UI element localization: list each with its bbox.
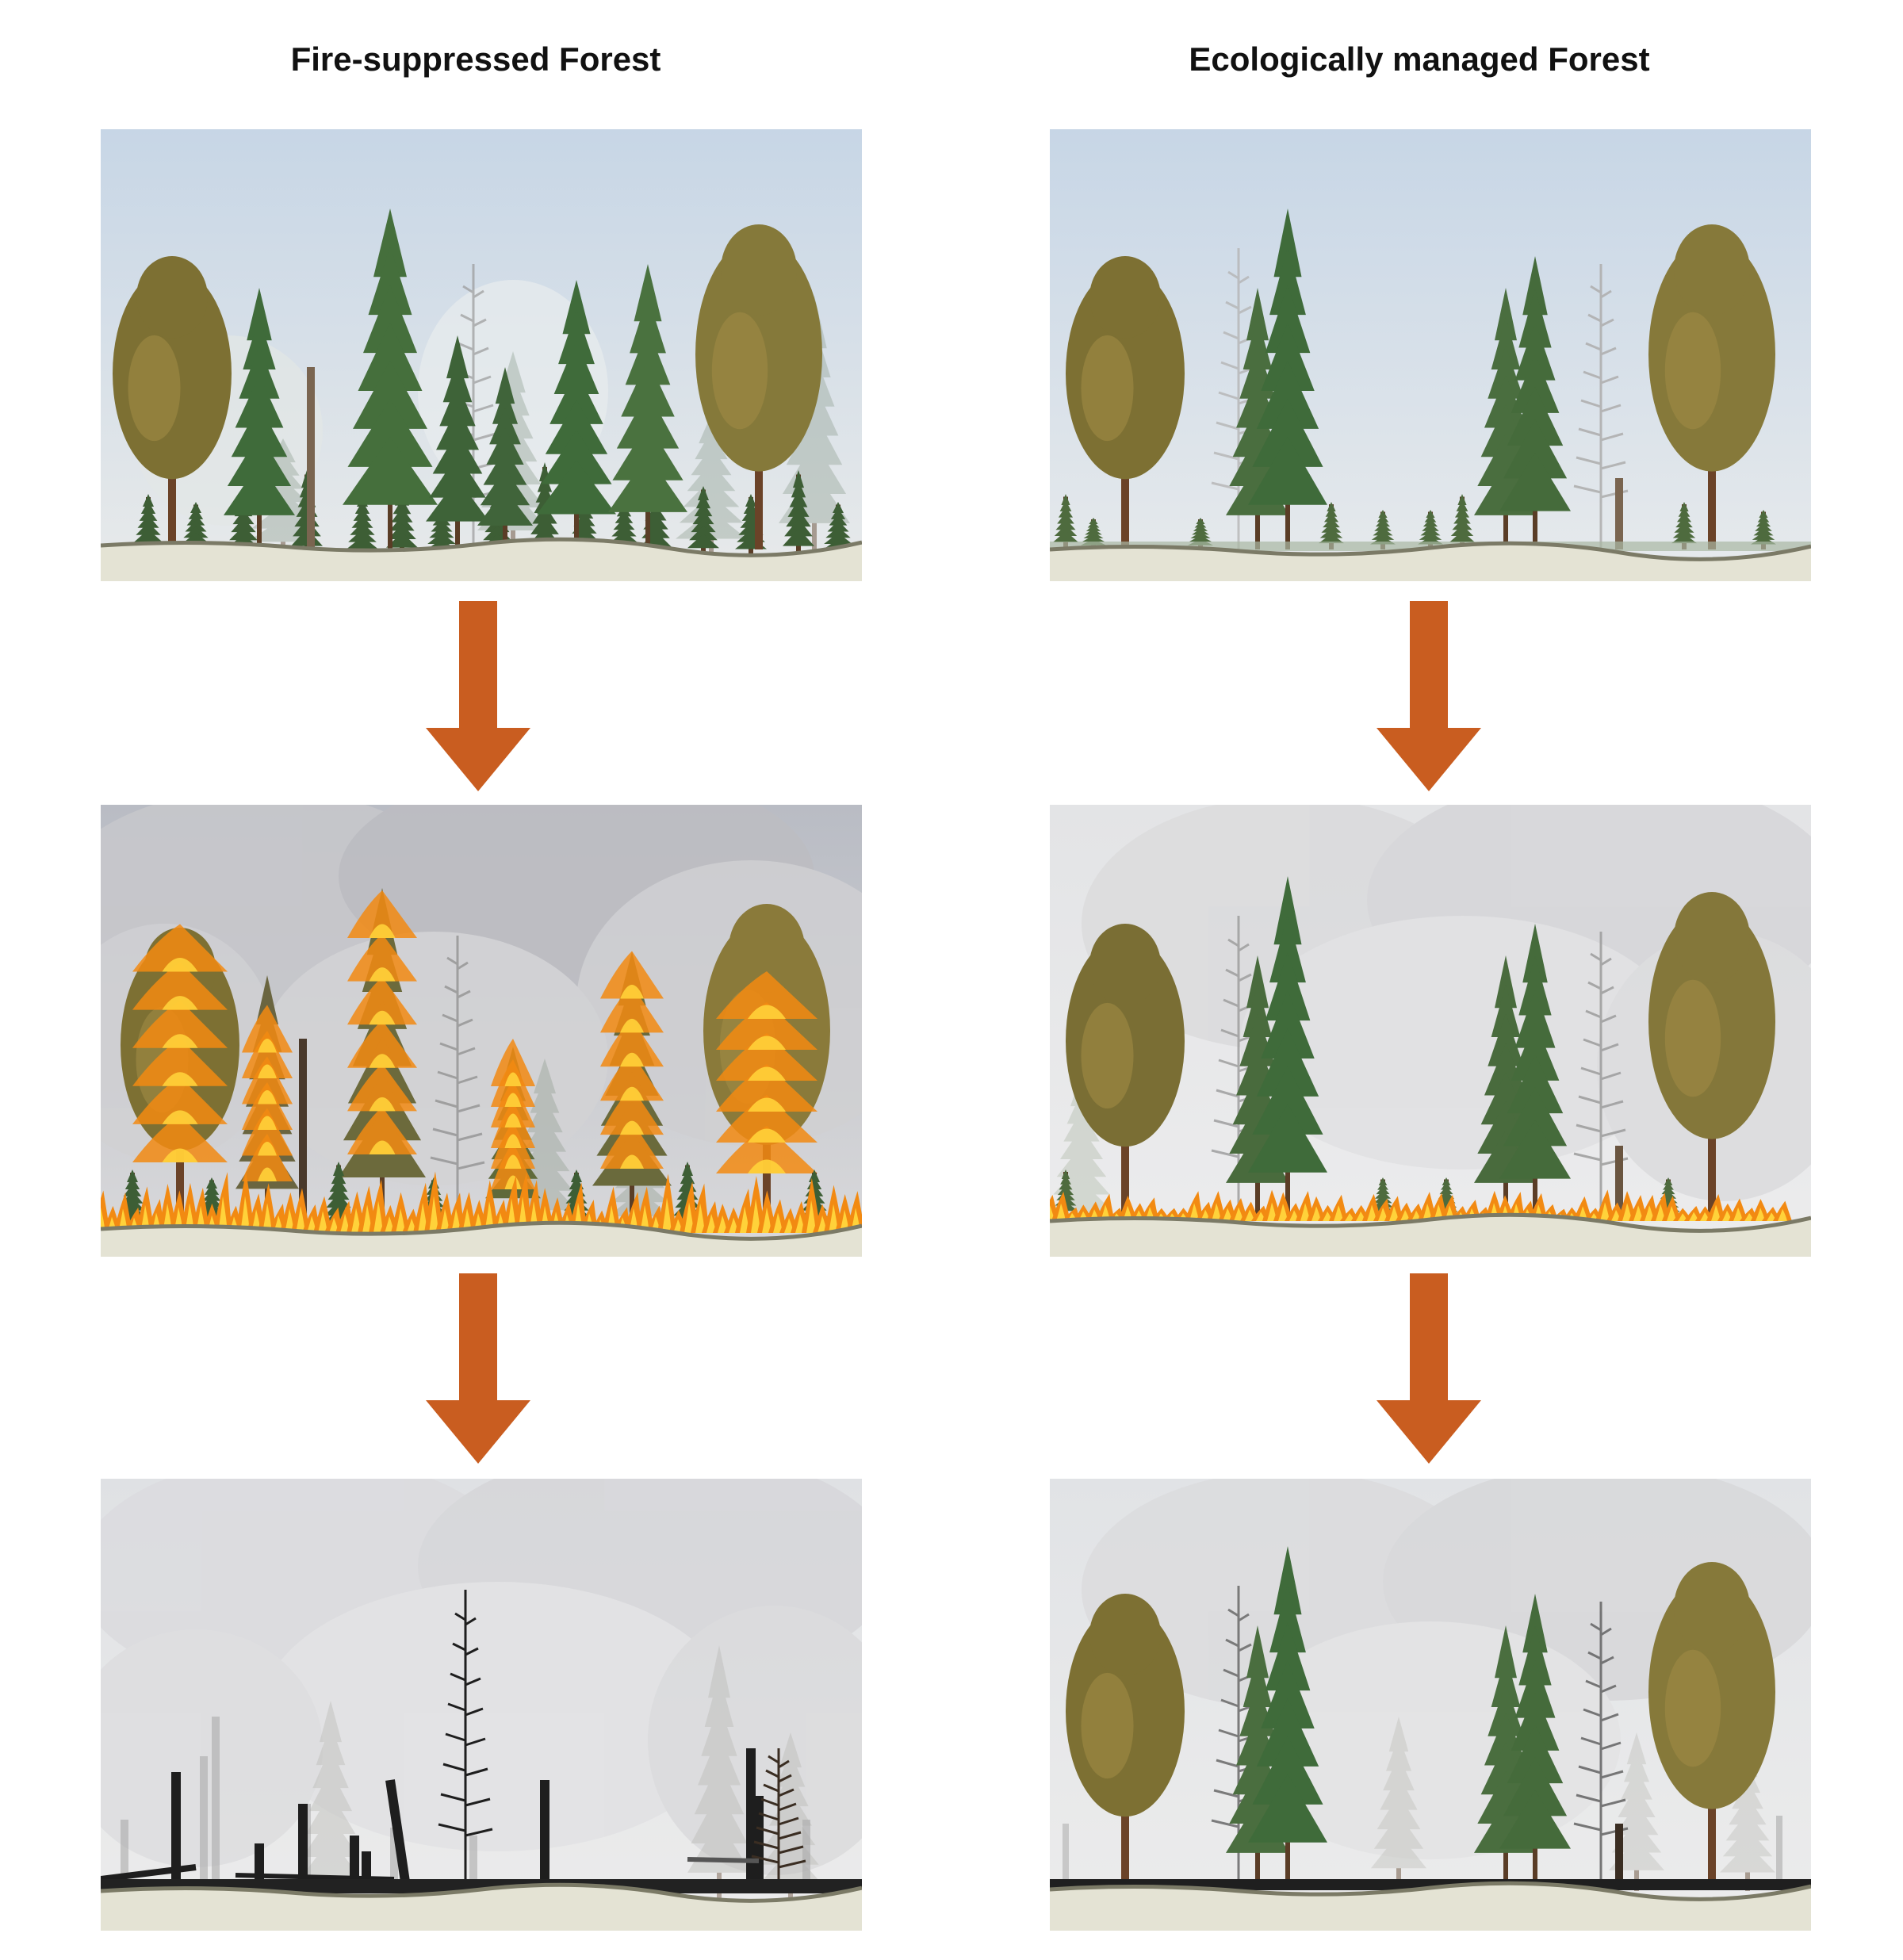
arrow-down-icon bbox=[423, 601, 534, 791]
column-title-ecologically-managed: Ecologically managed Forest bbox=[1189, 40, 1650, 78]
surface-fire-icon bbox=[1050, 805, 1811, 1257]
panel-fire-suppressed-after bbox=[101, 1479, 862, 1931]
arrow-down-icon bbox=[1373, 1273, 1484, 1464]
panel-managed-burning bbox=[1050, 805, 1811, 1257]
charred-snags-icon bbox=[101, 1479, 862, 1931]
panel-fire-suppressed-before bbox=[101, 129, 862, 581]
column-title-fire-suppressed: Fire-suppressed Forest bbox=[290, 40, 661, 78]
open-forest-icon bbox=[1050, 129, 1811, 581]
panel-managed-after bbox=[1050, 1479, 1811, 1931]
panel-managed-before bbox=[1050, 129, 1811, 581]
surviving-forest-icon bbox=[1050, 1479, 1811, 1931]
dense-forest-icon bbox=[101, 129, 862, 581]
crown-fire-icon bbox=[101, 805, 862, 1257]
arrow-down-icon bbox=[1373, 601, 1484, 791]
arrow-down-icon bbox=[423, 1273, 534, 1464]
panel-fire-suppressed-burning bbox=[101, 805, 862, 1257]
